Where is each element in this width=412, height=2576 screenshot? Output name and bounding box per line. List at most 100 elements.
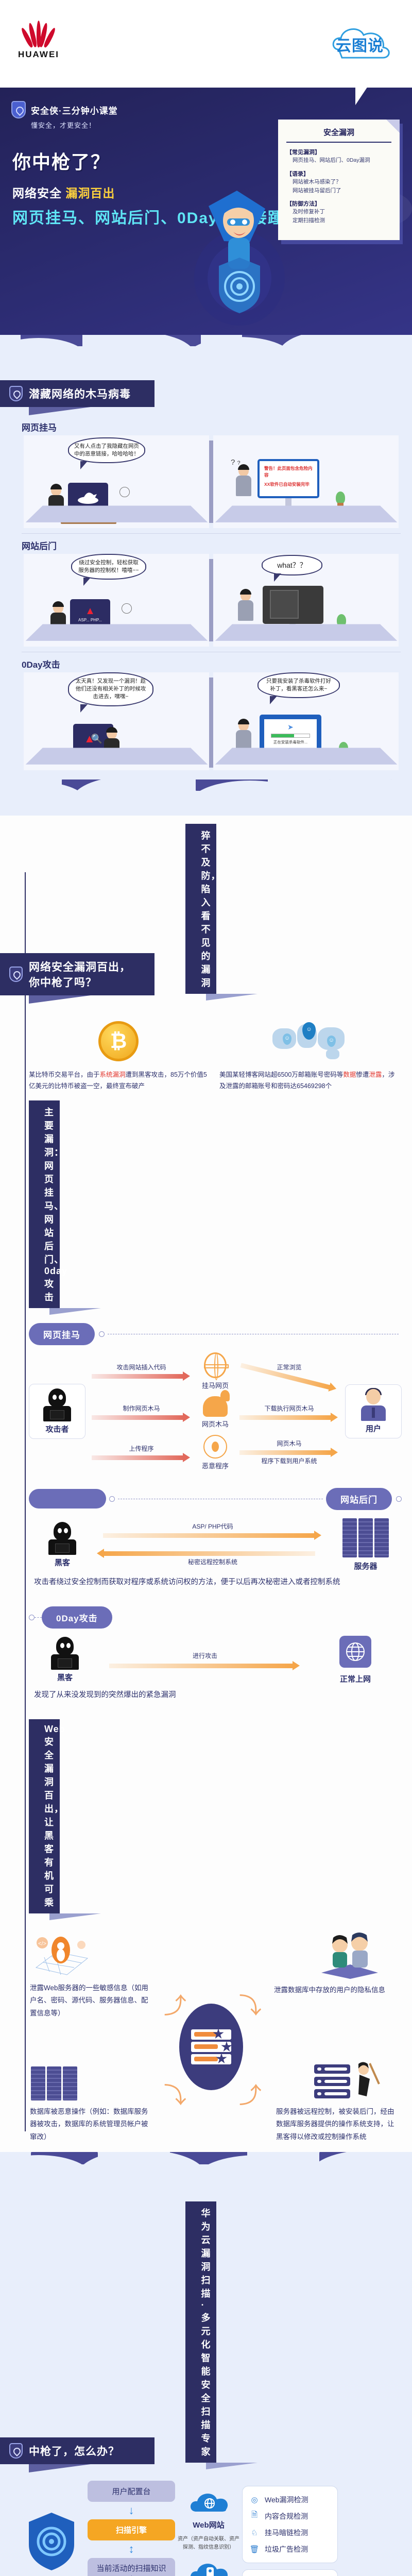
security-hero-character [188, 180, 286, 335]
compromised-server-icon [179, 2003, 243, 2090]
hero-brand-title: 安全侠·三分钟小课堂 [31, 106, 118, 116]
flow-zeroday: 0Day攻击 黑客 进行攻击 [29, 1601, 402, 1711]
hero-brand-sub: 懂安全，才更安全！ [31, 122, 96, 129]
cloud-divider [0, 779, 412, 816]
victim-monitor: 警告！此页面包含危险内容 XX软件已自动安装完毕 [258, 459, 319, 498]
section3-title: 中枪了，怎么办？ [29, 2445, 119, 2458]
knowledge-base-box: 当前活动的扫描知识库 [88, 2557, 175, 2576]
scene-title: 网页挂马 [22, 423, 57, 433]
section-solution: 中枪了，怎么办？ 华为云漏洞扫描 · 多元化智能安全扫描专家 [0, 2193, 412, 2576]
cloud-divider [0, 335, 412, 371]
wall-divider [209, 440, 213, 523]
arrow-label: 下载执行网页木马 [264, 1405, 314, 1413]
sub-header-web-security: Web安全漏洞百出，让黑客有机可乘 [29, 1719, 101, 1920]
logo-bar: HUAWEI 云图说 [0, 0, 412, 105]
ribbon-tail [206, 994, 258, 1001]
arrow-label: 程序下载到用户系统 [261, 1457, 317, 1465]
arrow-label: 制作网页木马 [123, 1405, 160, 1413]
section-trojan: 潜藏网络的木马病毒 网页挂马 又有人点击了我隐藏在网页中的恶意链接，哈哈哈哈！ [0, 371, 412, 779]
shield-icon [9, 386, 23, 401]
user-avatar-icon [360, 1387, 387, 1421]
check-item: ◎Web漏洞检测 [249, 2492, 331, 2508]
victim-speech-bubble: what？？ [262, 555, 322, 582]
flow-web-trojan: 网页挂马 攻击者 攻击网站插入代码 [29, 1318, 402, 1480]
shield-icon [9, 967, 23, 982]
attacker-side: 太天真！又发现一个漏洞！趁他们还没有相关补丁的时候攻击进去，嘿嘿~ ▲ 🔍 [24, 672, 209, 770]
hero-info-card: 安全漏洞 【常见漏洞】 网页挂马、网站后门、0Day漏洞 【语录】 网站被木马感… [278, 120, 400, 240]
ribbon-tail [206, 2462, 258, 2469]
case-text: 某比特币交易平台，由于系统漏洞遭到黑客攻击，85万个价值5亿美元的比特币被盗一空… [29, 1071, 207, 1090]
divider [286, 142, 391, 143]
attacker-side: 绕过安全控制，轻松获取服务器的控制权！嘻嘻~~ ▲ ASP... PHP... [24, 554, 209, 647]
victim-figure [238, 589, 255, 621]
leak-text: 泄露Web服务器的一些敏感信息（如用户名、密码、源代码、服务器信息、配置信息等） [30, 1984, 149, 2017]
engine-box: 扫描引擎 [88, 2519, 175, 2540]
web-cloud-icon [187, 2487, 230, 2518]
hero-subheadline-yellow: 漏洞百出 [65, 187, 115, 200]
victim-side: 警告！此页面包含危险内容 XX软件已自动安装完毕 ? ? [213, 435, 399, 528]
leak-text: 数据库被恶意操作（例如：数据库服务器被攻击，数据库的系统管理员帐户被窜改） [30, 2107, 148, 2141]
worried-users-icon [310, 1931, 387, 1979]
speech-tail-decoration [355, 87, 368, 105]
attacker-speech-bubble: 又有人点击了我隐藏在网页中的恶意链接，哈哈哈哈！ [68, 437, 145, 470]
scene-title: 0Day攻击 [22, 660, 60, 670]
victim-side: 只要我安装了杀毒软件打好补丁，看黑客还怎么来~ ➤ 正在安装杀毒软件... [213, 672, 399, 770]
attacker-speech-bubble: 太天真！又发现一个漏洞！趁他们还没有相关补丁的时候攻击进去，嘿嘿~ [68, 672, 153, 713]
hero-subheadline-white: 网络安全 [12, 187, 62, 200]
database-attacked-icon [31, 2066, 77, 2100]
flow-website-backdoor: 网站后门 黑客 ASP/ PHP代码 秘密远程控制系统 [29, 1483, 402, 1598]
group-line: 定期扫描检测 [293, 217, 325, 224]
arrow-label: 网页木马 [277, 1439, 302, 1447]
arrow-label: 正常浏览 [277, 1364, 302, 1371]
vuln-db-shield-icon [27, 2512, 76, 2571]
hacker-icon [43, 1388, 71, 1421]
leak-consequences-diagram: </> 泄露Web服务器的一些敏感信息（如用户名、密码、源代码、服务器信息、配置… [21, 1926, 402, 2143]
alert-line: XX软件已自动安装完毕 [264, 481, 310, 487]
hacker-icon [51, 1637, 79, 1670]
group-line: 及时修复补丁 [293, 209, 325, 215]
document-icon: 🗎 [251, 2511, 258, 2520]
group-label: 【常见漏洞】 [286, 149, 320, 156]
hero-headline: 你中枪了？ [12, 151, 111, 173]
group-label: 【防御方法】 [286, 201, 320, 208]
group-line: 网页挂马、网站后门、0Day漏洞 [293, 157, 370, 163]
ribbon-tail [29, 995, 91, 1004]
victim-side: what？？ [213, 554, 399, 647]
web-target-label: Web网站 [193, 2520, 225, 2530]
hero-card-group: 【语录】 网站被木马感染了？ 网站被挂马留后门了 [286, 170, 391, 195]
web-server-leak-icon: </> [31, 1931, 93, 1978]
install-status-text: 正在安装杀毒软件... [273, 739, 308, 744]
hero-banner: 安全侠·三分钟小课堂 懂安全，才更安全！ 你中枪了？ 网络安全 漏洞百出 网页挂… [0, 88, 412, 335]
victim-speech-bubble: 只要我安装了杀毒软件打好补丁，看黑客还怎么来~ [258, 672, 340, 705]
flow-pill: 0Day攻击 [42, 1606, 112, 1629]
section1-title: 潜藏网络的木马病毒 [29, 388, 131, 400]
leak-text: 服务器被远程控制，被安装后门，经由数据库服务器提供的操作系统支持，让黑客得以修改… [276, 2107, 394, 2141]
hero-card-group: 【防御方法】 及时修复补丁 定期扫描检测 [286, 199, 391, 225]
svg-text:</>: </> [38, 1941, 46, 1947]
flow-description: 发现了从来没发现到的突然爆出的紧急漏洞 [34, 1690, 176, 1699]
server-rack-icon [330, 1518, 402, 1557]
globe-box-icon [339, 1635, 371, 1668]
screen-code-label: ASP... PHP... [78, 618, 102, 622]
hero-card-group: 【常见漏洞】 网页挂马、网站后门、0Day漏洞 [286, 148, 391, 165]
section1-header: 潜藏网络的木马病毒 [0, 380, 154, 415]
scene-zeroday-attack: 0Day攻击 太天真！又发现一个漏洞！趁他们还没有相关补丁的时候攻击进去，嘿嘿~… [22, 657, 401, 775]
yuntushuo-logo: 云图说 [330, 23, 397, 60]
huawei-flower-icon [20, 21, 57, 48]
section2-header: 网络安全漏洞百出，你中枪了吗？ [0, 953, 154, 1004]
arrow-label: 秘密远程控制系统 [187, 1558, 237, 1566]
section2-title: 网络安全漏洞百出，你中枪了吗？ [29, 961, 131, 989]
arrow-label: 攻击网站插入代码 [116, 1364, 166, 1371]
asset-note: 资产（资产自动关联、资产探测、指纹信息识别） [178, 2536, 239, 2550]
node-normal-browsing: 正常上网 [309, 1635, 402, 1684]
flow-pill: 网页挂马 [29, 1323, 95, 1345]
attacker-monitor: ▲ ASP... PHP... [70, 599, 110, 629]
console-box: 用户配置台 [88, 2480, 175, 2502]
node-hacker: 黑客 [29, 1521, 96, 1568]
victim-monitor [263, 586, 323, 624]
wall-divider [209, 677, 213, 768]
group-label: 【语录】 [286, 171, 309, 177]
attacker-side: 又有人点击了我隐藏在网页中的恶意链接，哈哈哈哈！ [24, 435, 209, 528]
scene-title: 网站后门 [22, 541, 57, 551]
ribbon-tail [29, 2464, 91, 2472]
